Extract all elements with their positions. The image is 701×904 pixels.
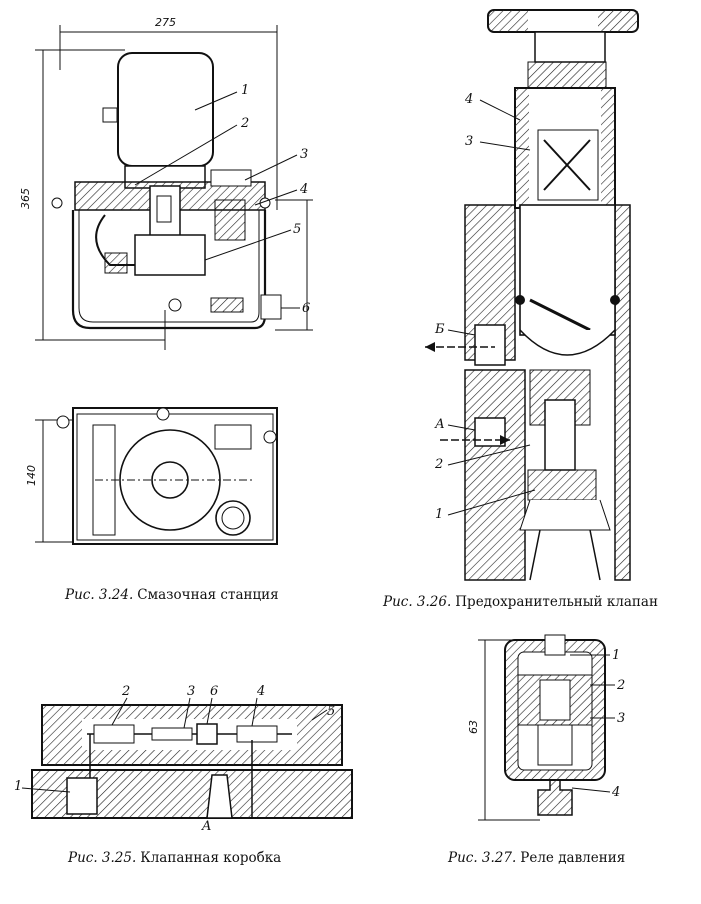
label-1: 1: [241, 83, 249, 98]
caption-fig-3-25: Рис. 3.25.Клапанная коробка: [68, 850, 281, 866]
label-1: 1: [435, 507, 443, 522]
caption-title: Клапанная коробка: [140, 850, 282, 866]
plan-view: 140: [25, 407, 278, 545]
label-A: A: [201, 819, 211, 830]
housing: [51, 169, 282, 350]
motor: [102, 52, 214, 189]
caption-title: Смазочная станция: [137, 587, 279, 603]
callout-labels: 1 2 3 4 5 6: [134, 83, 310, 316]
callout-labels: 4 3 Б А 2 1: [434, 92, 536, 522]
label-2: 2: [616, 678, 625, 693]
dimension-height: 63: [467, 639, 540, 821]
dimension-height: 365: [19, 49, 165, 341]
label-3: 3: [465, 134, 473, 149]
dim-365: 365: [19, 188, 32, 209]
caption-number: Рис. 3.26.: [383, 594, 452, 610]
figure-lubrication-station: 275 365 137 1: [15, 10, 315, 560]
label-3: 3: [187, 684, 195, 699]
caption-number: Рис. 3.25.: [68, 850, 137, 866]
label-5: 5: [327, 704, 335, 719]
caption-number: Рис. 3.24.: [65, 587, 134, 603]
caption-title: Предохранительный клапан: [455, 594, 658, 610]
dimension-width: 275: [59, 16, 278, 210]
figure-valve-box: 2 3 6 4 5 1 A: [12, 680, 357, 830]
label-6: 6: [302, 301, 310, 316]
label-6: 6: [210, 684, 218, 699]
label-3: 3: [300, 147, 308, 162]
caption-fig-3-26: Рис. 3.26.Предохранительный клапан: [383, 594, 658, 610]
label-2: 2: [121, 684, 130, 699]
caption-title: Реле давления: [520, 850, 626, 866]
dim-137: 137: [314, 258, 315, 279]
label-2: 2: [434, 457, 443, 472]
dim-63: 63: [467, 720, 480, 734]
caption-number: Рис. 3.27.: [448, 850, 517, 866]
dimension-inner: 137: [275, 199, 315, 331]
figure-pressure-relay: 63 1 2 3 4: [460, 630, 650, 830]
label-5: 5: [293, 222, 301, 237]
relay-drawing: [504, 634, 606, 816]
label-4: 4: [299, 182, 308, 197]
valve-body: [464, 87, 631, 581]
caption-fig-3-27: Рис. 3.27.Реле давления: [448, 850, 625, 866]
label-3: 3: [617, 711, 625, 726]
valve-box-drawing: [31, 704, 353, 819]
flow-arrows: [425, 342, 510, 445]
figure-safety-valve: 4 3 Б А 2 1: [420, 0, 650, 585]
label-B: Б: [434, 322, 445, 337]
label-4: 4: [256, 684, 265, 699]
dim-275: 275: [155, 16, 176, 29]
label-4: 4: [464, 92, 473, 107]
caption-fig-3-24: Рис. 3.24.Смазочная станция: [65, 587, 279, 603]
label-1: 1: [14, 779, 22, 794]
label-4: 4: [611, 785, 620, 800]
callout-labels: 1 2 3 4: [570, 648, 625, 800]
label-1: 1: [612, 648, 620, 663]
dim-140: 140: [25, 465, 38, 486]
label-2: 2: [240, 116, 249, 131]
callout-labels: 2 3 6 4 5 1 A: [14, 684, 335, 830]
handwheel: [487, 9, 639, 89]
label-A: А: [434, 417, 445, 432]
